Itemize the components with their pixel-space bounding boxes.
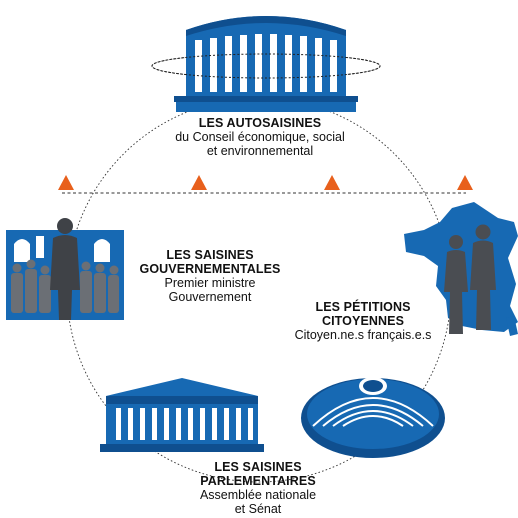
citizens-icon (444, 224, 496, 334)
warning-triangles (58, 175, 473, 190)
petitions-title-2: CITOYENNES (321, 314, 405, 328)
parlementaires-line2: et Sénat (234, 502, 282, 516)
gouvernementales-title-1: LES SAISINES (166, 248, 254, 262)
autosaisines-line2: et environnemental (206, 144, 314, 158)
cese-building-icon (151, 16, 381, 112)
gouvernementales-title-2: GOUVERNEMENTALES (139, 262, 281, 276)
warning-triangle-icon (324, 175, 340, 190)
node-petitions: LES PÉTITIONS CITOYENNES Citoyen.ne.s fr… (268, 300, 458, 342)
warning-triangle-icon (58, 175, 74, 190)
node-autosaisines: LES AUTOSAISINES du Conseil économique, … (150, 116, 370, 158)
parlementaires-line1: Assemblée nationale (199, 488, 317, 502)
node-parlementaires: LES SAISINES PARLEMENTAIRES Assemblée na… (180, 460, 336, 516)
national-assembly-icon (100, 378, 264, 452)
gouvernementales-line2: Gouvernement (168, 290, 252, 304)
petitions-title-1: LES PÉTITIONS (315, 300, 411, 314)
government-people-icon (6, 218, 124, 320)
gouvernementales-line1: Premier ministre (164, 276, 256, 290)
petitions-line1: Citoyen.ne.s français.e.s (294, 328, 432, 342)
autosaisines-line1: du Conseil économique, social (175, 130, 345, 144)
parlementaires-title-1: LES SAISINES (214, 460, 302, 474)
warning-triangle-icon (191, 175, 207, 190)
parlementaires-title-2: PARLEMENTAIRES (200, 474, 316, 488)
node-gouvernementales: LES SAISINES GOUVERNEMENTALES Premier mi… (126, 248, 294, 304)
warning-triangle-icon (457, 175, 473, 190)
autosaisines-title: LES AUTOSAISINES (198, 116, 322, 130)
senate-hemicycle-icon (301, 377, 445, 458)
